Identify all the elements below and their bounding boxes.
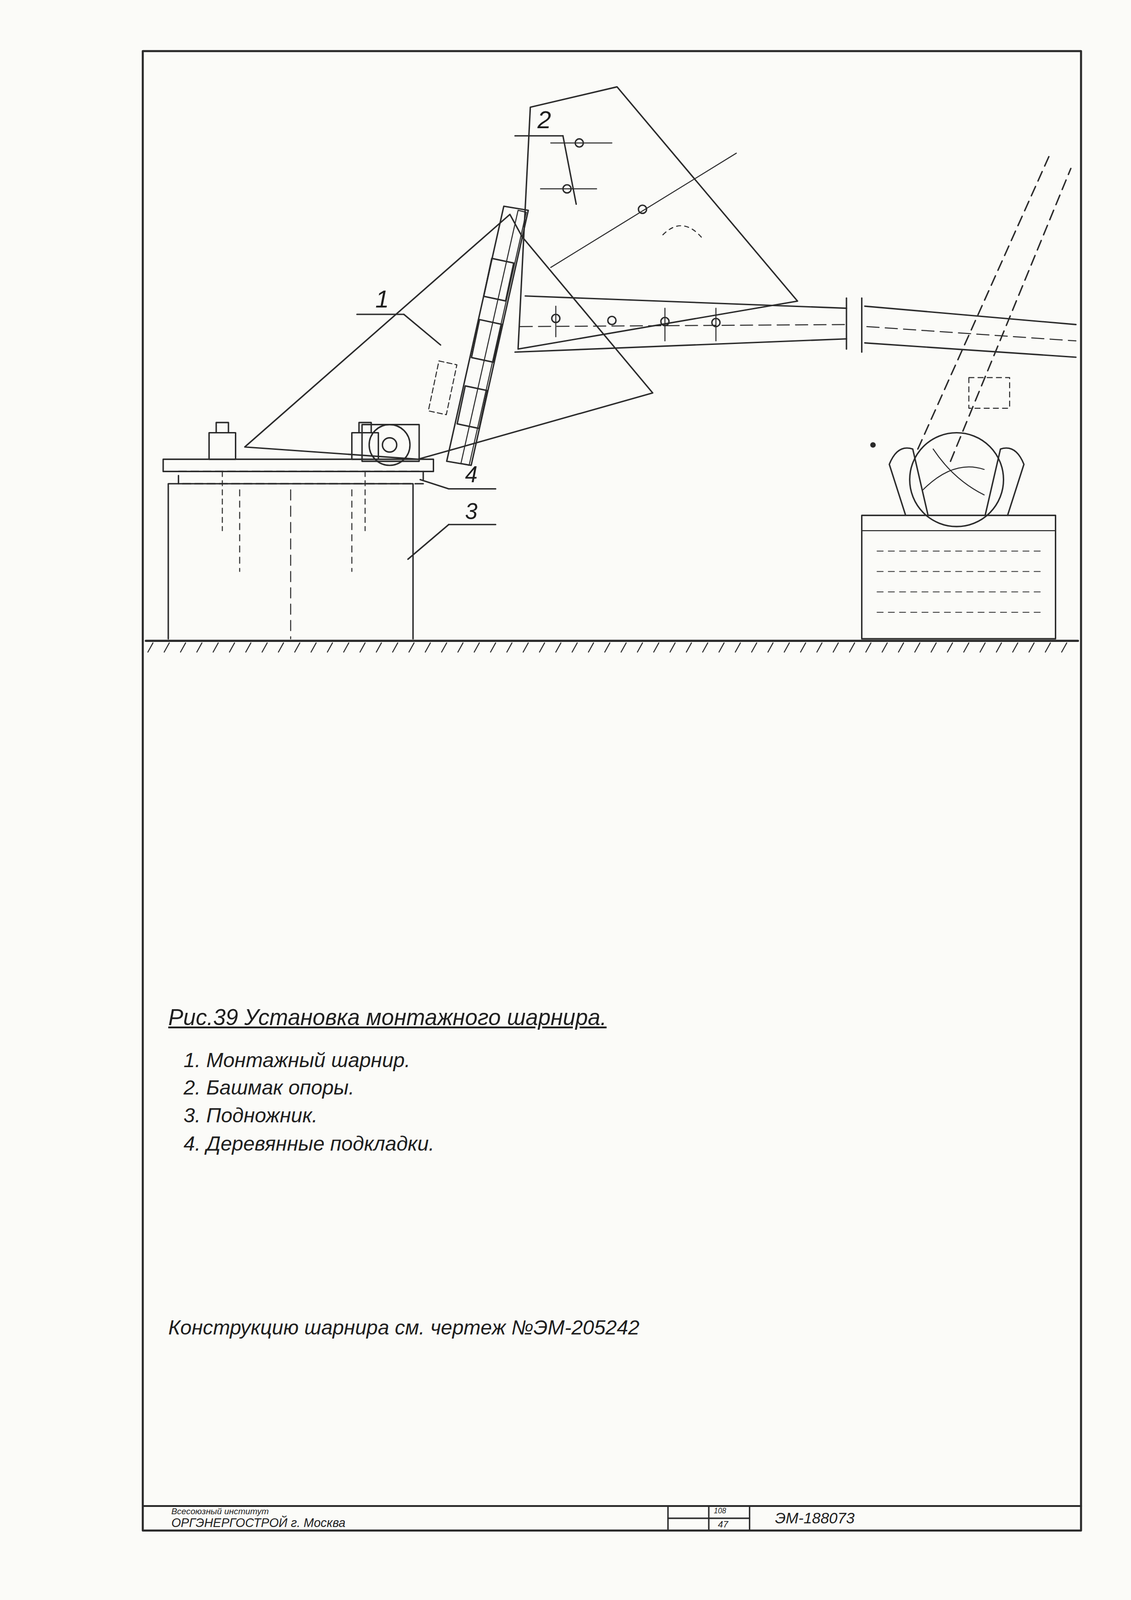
callout-number: 2 (537, 106, 552, 134)
figure-caption: Рис.39 Установка монтажного шарнира. (168, 1004, 607, 1030)
drawing-number: ЭМ-188073 (775, 1509, 855, 1527)
parts-list-item: 4. Деревянные подкладки. (183, 1131, 435, 1155)
callout-number: 3 (465, 498, 478, 524)
title-block-cell: 108 (713, 1506, 727, 1515)
parts-list-item: 3. Подножник. (183, 1103, 318, 1126)
title-block-cell: 47 (717, 1518, 728, 1529)
title-block-text: ОРГЭНЕРГОСТРОЙ г. Москва (171, 1515, 346, 1530)
parts-list-item: 2. Башмак опоры. (183, 1075, 355, 1099)
parts-list-item: 1. Монтажный шарнир. (183, 1048, 411, 1071)
callout-number: 1 (375, 285, 390, 313)
title-block-text: Всесоюзный институт (171, 1506, 270, 1516)
callout-number: 4 (465, 461, 478, 487)
reference-note: Конструкцию шарнира см. чертеж №ЭМ-20524… (168, 1315, 640, 1339)
